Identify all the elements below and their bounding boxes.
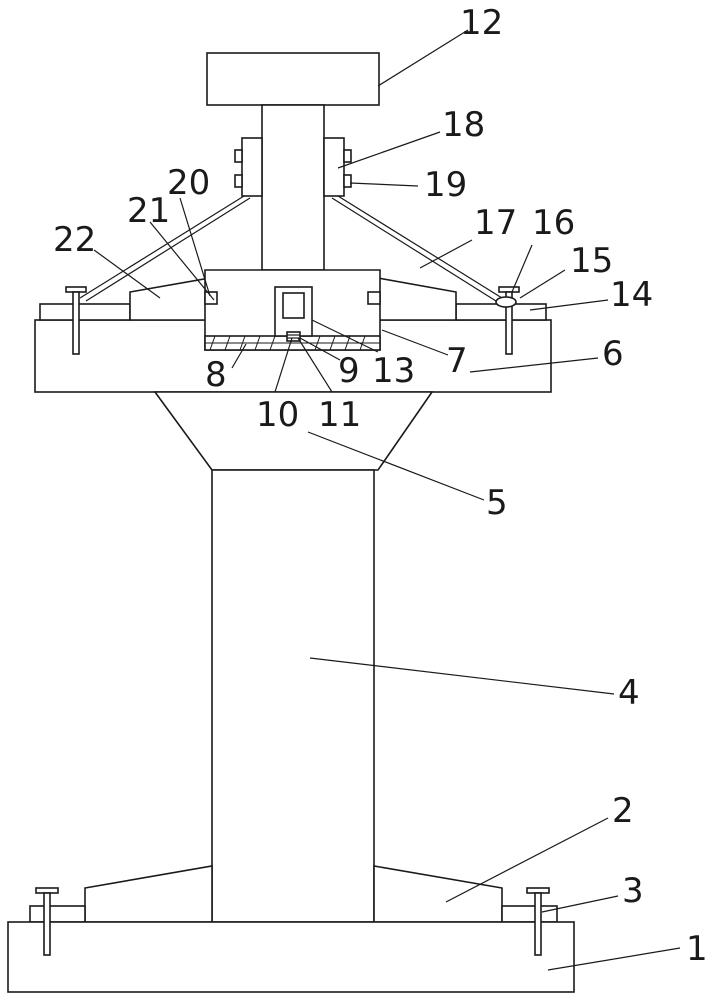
label-16: 16 (532, 203, 575, 243)
left-tie-rod (79, 195, 251, 302)
main-column (211, 469, 375, 923)
sensor-spring (286, 331, 301, 342)
hatched-bottom-plate (204, 335, 381, 351)
label-18: 18 (442, 105, 485, 145)
sensor-inner (282, 292, 305, 319)
left-bolt-lower (234, 174, 243, 188)
right-bolt-upper (343, 149, 352, 163)
label-11: 11 (318, 395, 361, 435)
left-plate-strip (39, 303, 131, 321)
right-wedge-block (377, 277, 457, 321)
right-bolt-lower (343, 174, 352, 188)
label-19: 19 (424, 165, 467, 205)
label-9: 9 (338, 351, 360, 391)
top-block (206, 52, 380, 106)
label-3: 3 (622, 871, 644, 911)
base-step-right (501, 905, 558, 923)
funnel-support (153, 391, 434, 471)
base-step-left (29, 905, 86, 923)
base-pedestal-left (84, 865, 213, 923)
left-notch (204, 291, 218, 305)
right-notch (367, 291, 381, 305)
left-anchor-bolt (65, 286, 87, 355)
label-2: 2 (612, 791, 634, 831)
label-12: 12 (460, 3, 503, 43)
label-6: 6 (602, 334, 624, 374)
label-13: 13 (372, 351, 415, 391)
right-base-bolt (526, 887, 550, 956)
upper-column (261, 104, 325, 271)
left-base-bolt (35, 887, 59, 956)
right-pivot (495, 296, 517, 308)
leader-lines (93, 29, 681, 971)
label-17: 17 (474, 203, 517, 243)
ground-plate (7, 921, 575, 993)
left-bolt-upper (234, 149, 243, 163)
label-21: 21 (127, 191, 170, 231)
right-anchor-bolt (498, 286, 520, 355)
label-4: 4 (618, 673, 640, 713)
label-15: 15 (570, 241, 613, 281)
right-tie-rod (331, 195, 503, 302)
label-1: 1 (686, 929, 708, 969)
label-22: 22 (53, 220, 96, 260)
label-20: 20 (167, 163, 210, 203)
label-10: 10 (256, 395, 299, 435)
label-5: 5 (486, 483, 508, 523)
base-pedestal-right (373, 865, 503, 923)
label-7: 7 (446, 341, 468, 381)
right-bracket (323, 137, 345, 197)
label-14: 14 (610, 275, 653, 315)
left-bracket (241, 137, 263, 197)
label-8: 8 (205, 355, 227, 395)
